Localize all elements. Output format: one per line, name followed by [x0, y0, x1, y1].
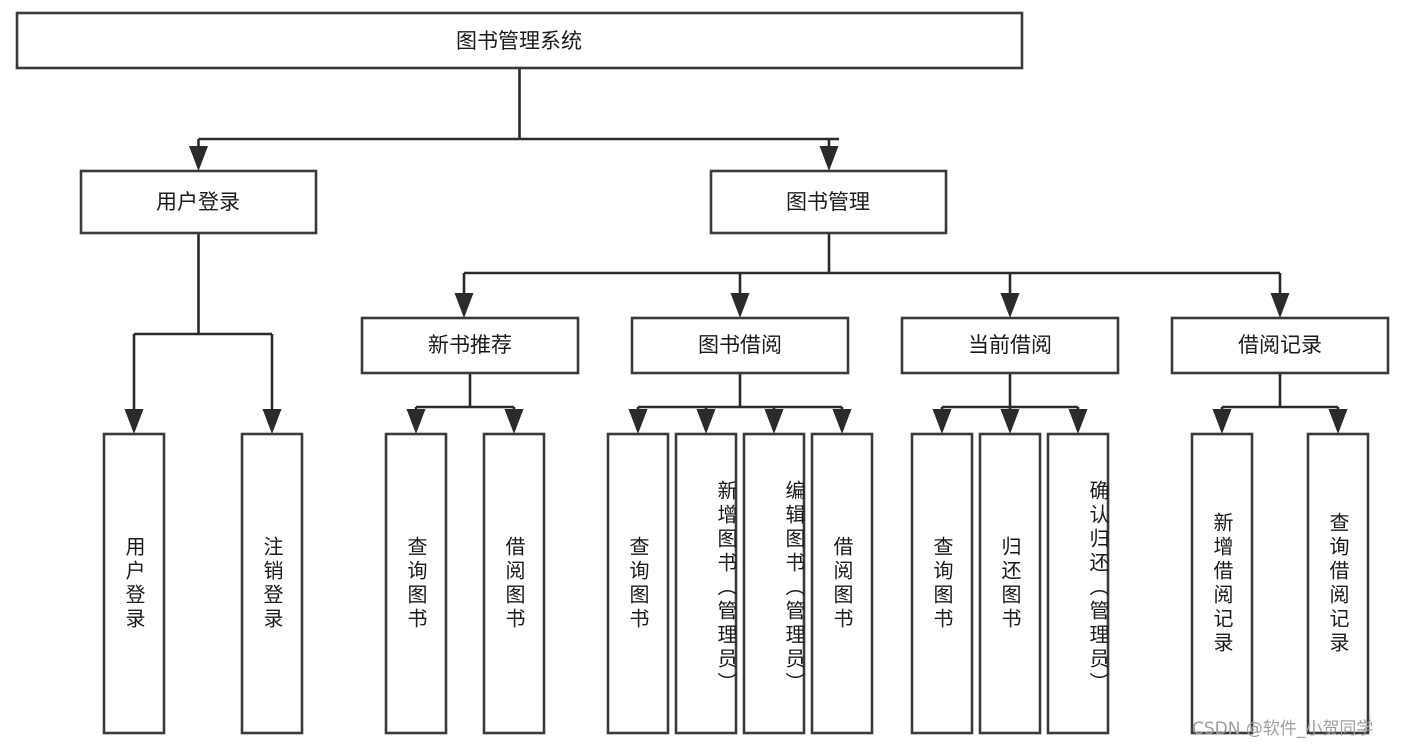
arrow-head-book-manage	[819, 146, 839, 171]
arrow-head-book-borrow	[730, 293, 750, 318]
arrow-head-leaf-cur-query	[932, 409, 952, 434]
arrow-head-leaf-rec-query2	[1328, 409, 1348, 434]
arrow-head-leaf-user-logout	[262, 409, 282, 434]
node-leaf-rec-query-box[interactable]	[384, 432, 448, 735]
node-new-book-rec-box[interactable]	[360, 316, 580, 375]
node-current-borrow[interactable]: 当前借阅	[900, 316, 1120, 375]
node-root-box[interactable]	[15, 11, 1024, 70]
node-book-manage-label: 图书管理	[786, 190, 870, 214]
node-leaf-rec-borrow-box[interactable]	[482, 432, 546, 735]
node-leaf-user-login-box[interactable]	[102, 432, 166, 735]
arrow-head-leaf-rec-query	[406, 409, 426, 434]
node-book-manage[interactable]: 图书管理	[709, 169, 948, 235]
arrow-head-leaf-borrow-add	[696, 409, 716, 434]
arrow-head-leaf-borrow-query	[628, 409, 648, 434]
arrow-head-leaf-rec-borrow	[504, 409, 524, 434]
node-leaf-borrow-edit-box[interactable]	[742, 432, 806, 735]
node-user-login-label: 用户登录	[156, 190, 240, 214]
node-user-login[interactable]: 用户登录	[79, 169, 318, 235]
watermark: CSDN @软件_小贺同学	[1192, 719, 1374, 739]
node-root[interactable]: 图书管理系统	[15, 11, 1024, 70]
node-user-login-box[interactable]	[79, 169, 318, 235]
arrow-head-leaf-cur-return	[1000, 409, 1020, 434]
arrow-head-user-login	[189, 146, 208, 171]
node-leaf-borrow-add-box[interactable]	[674, 432, 738, 735]
node-new-book-rec-label: 新书推荐	[428, 333, 512, 357]
arrow-head-current-borrow	[1000, 293, 1020, 318]
node-book-borrow-label: 图书借阅	[698, 333, 782, 357]
node-current-borrow-label: 当前借阅	[968, 333, 1052, 357]
arrow-head-leaf-borrow-edit	[764, 409, 784, 434]
arrow-head-leaf-rec-add	[1212, 409, 1232, 434]
node-new-book-rec[interactable]: 新书推荐	[360, 316, 580, 375]
node-current-borrow-box[interactable]	[900, 316, 1120, 375]
node-leaf-cur-query-box[interactable]	[910, 432, 974, 735]
node-leaf-cur-confirm-box[interactable]	[1046, 432, 1110, 735]
arrow-head-leaf-user-login	[124, 409, 144, 434]
node-leaf-user-logout-box[interactable]	[240, 432, 304, 735]
node-root-label: 图书管理系统	[456, 29, 582, 53]
node-book-borrow-box[interactable]	[630, 316, 850, 375]
node-book-manage-box[interactable]	[709, 169, 948, 235]
node-borrow-record[interactable]: 借阅记录	[1170, 316, 1390, 375]
node-leaf-rec-query2-box[interactable]	[1306, 432, 1370, 735]
arrow-head-new-book-rec	[454, 293, 474, 318]
connector-layer	[124, 68, 1348, 434]
node-borrow-record-box[interactable]	[1170, 316, 1390, 375]
node-leaf-borrow-query-box[interactable]	[606, 432, 670, 735]
node-leaf-rec-add-box[interactable]	[1190, 432, 1254, 735]
arrow-head-borrow-record	[1270, 293, 1290, 318]
node-leaf-cur-return-box[interactable]	[978, 432, 1042, 735]
arrow-head-leaf-cur-confirm	[1068, 409, 1088, 434]
node-leaf-borrow-lend-box[interactable]	[810, 432, 874, 735]
arrow-head-leaf-borrow-lend	[832, 409, 852, 434]
node-book-borrow[interactable]: 图书借阅	[630, 316, 850, 375]
node-borrow-record-label: 借阅记录	[1238, 333, 1322, 357]
